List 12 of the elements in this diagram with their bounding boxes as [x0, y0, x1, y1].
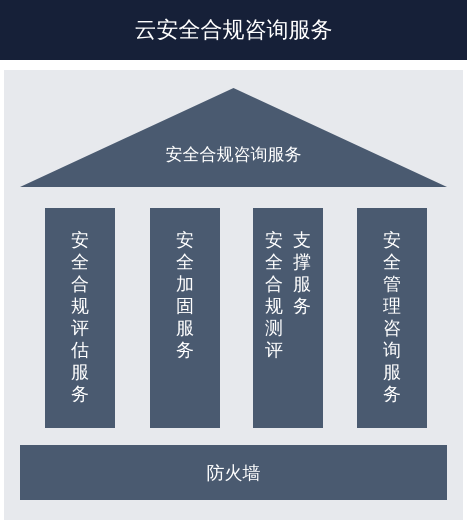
foundation-bar: 防火墙: [20, 445, 447, 500]
roof-triangle: [20, 88, 447, 187]
pillar-label: 安全合规评估服务: [70, 230, 90, 407]
pillar-column: [45, 208, 115, 428]
pillar-column: [357, 208, 427, 428]
pillar-column: [150, 208, 220, 428]
pillar-label: 安全合规测评支撑服务: [264, 230, 312, 362]
pillar-label: 安全管理咨询服务: [382, 230, 402, 407]
title-banner: 云安全合规咨询服务: [0, 0, 467, 60]
pillar-label: 安全加固服务: [176, 230, 194, 363]
roof-label: 安全合规咨询服务: [164, 144, 302, 166]
pillar-column: [253, 208, 323, 428]
